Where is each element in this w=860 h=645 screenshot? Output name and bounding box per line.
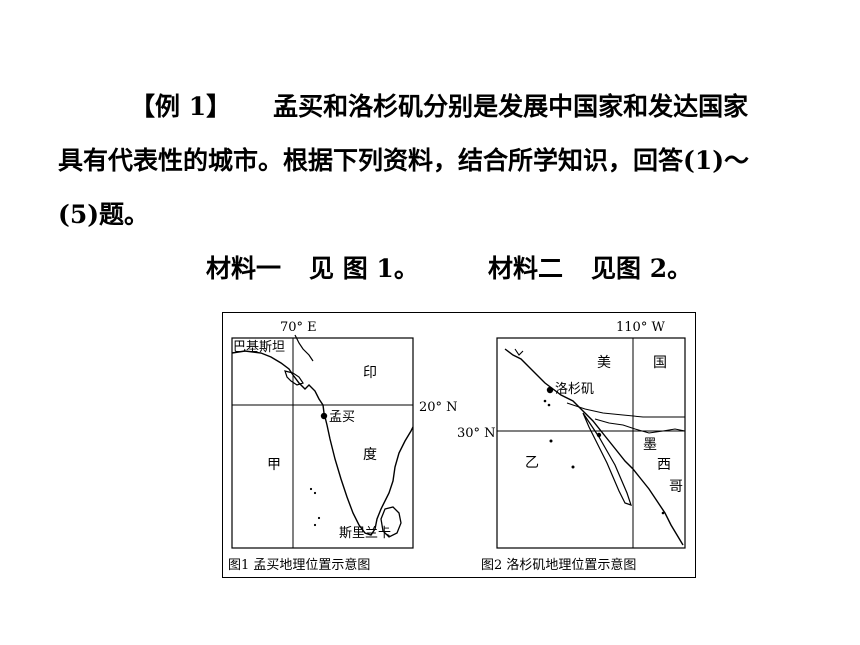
map2-longitude: 110° W (616, 320, 665, 335)
sri-lanka-island (380, 506, 402, 538)
mexico-label-2: 西 (657, 457, 671, 473)
gujarat-peninsula (284, 370, 304, 386)
mexico-label-3: 哥 (669, 479, 683, 495)
figure-1-caption: 图1 孟买地理位置示意图 (228, 557, 370, 573)
question-line-2: 具有代表性的城市。根据下列资料，结合所学知识，回答(1)～ (58, 146, 750, 175)
island-dot (549, 439, 553, 443)
india-label-1: 印 (363, 365, 377, 381)
island-dot (317, 516, 321, 520)
island-dot (571, 465, 575, 469)
question-line-3: (5)题。 (58, 200, 150, 229)
material-two: 材料二见图 2。 (488, 242, 692, 296)
map1-frame (231, 337, 414, 549)
pakistan-label: 巴基斯坦 (233, 340, 285, 355)
figure-panel: 70° E 20° N 巴基斯坦 印 度 孟买 甲 斯里兰卡 图1 孟买地理位置… (222, 312, 696, 578)
los-angeles-dot (546, 386, 554, 394)
figure-2-map: 110° W 30° N 美 国 洛杉矶 墨 西 哥 乙 图2 洛杉矶地理位置示… (457, 320, 686, 573)
maps-svg: 70° E 20° N 巴基斯坦 印 度 孟买 甲 斯里兰卡 图1 孟买地理位置… (228, 320, 686, 573)
material-one-label: 材料一 (206, 254, 282, 283)
yi-label: 乙 (525, 455, 539, 471)
mumbai-label: 孟买 (329, 410, 355, 425)
us-mexico-border (594, 418, 686, 434)
mexico-label-1: 墨 (643, 437, 657, 453)
example-tag: 【例 1】 (130, 92, 232, 121)
island-dot (543, 399, 547, 403)
usa-label-1: 美 (597, 355, 611, 371)
map1-longitude: 70° E (280, 320, 317, 335)
map1-latitude: 20° N (419, 400, 458, 415)
island-dot (661, 511, 665, 515)
coast-detail (514, 348, 524, 356)
pakistan-border (294, 334, 314, 362)
map2-latitude: 30° N (457, 426, 496, 441)
usa-label-2: 国 (653, 355, 667, 371)
material-two-label: 材料二 (488, 254, 564, 283)
california-coastline (504, 348, 684, 546)
map2-frame (496, 337, 686, 549)
state-border (566, 402, 685, 418)
srilanka-label: 斯里兰卡 (339, 526, 391, 541)
island-dot (596, 432, 602, 438)
jia-label: 甲 (267, 457, 281, 473)
island-dot (313, 491, 317, 495)
figure-2-caption: 图2 洛杉矶地理位置示意图 (481, 557, 636, 573)
india-label-2: 度 (363, 447, 377, 463)
island-dot (313, 523, 317, 527)
baja-peninsula (582, 412, 632, 506)
question-line-1: 【例 1】 孟买和洛杉矶分别是发展中国家和发达国家 (130, 80, 748, 134)
material-two-text: 见图 2。 (591, 254, 693, 283)
figure-1-map: 70° E 20° N 巴基斯坦 印 度 孟买 甲 斯里兰卡 图1 孟买地理位置… (228, 320, 458, 573)
los-angeles-label: 洛杉矶 (555, 382, 594, 397)
material-one: 材料一见 图 1。 (206, 242, 419, 296)
material-one-text: 见 图 1。 (309, 254, 419, 283)
mumbai-dot (320, 412, 328, 420)
island-dot (309, 487, 313, 491)
island-dot (547, 403, 551, 407)
question-text-1: 孟买和洛杉矶分别是发展中国家和发达国家 (273, 92, 749, 121)
india-coastline (231, 350, 414, 536)
